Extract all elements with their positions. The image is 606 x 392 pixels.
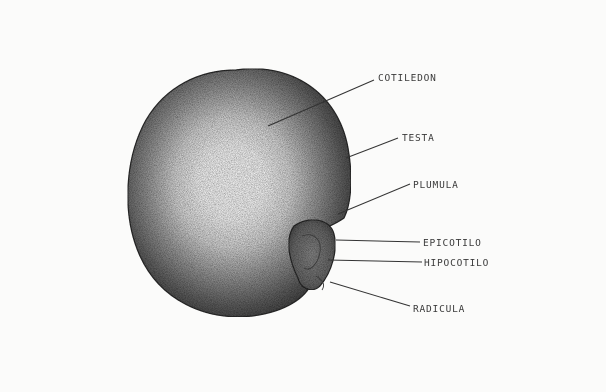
leader-line-hipocotilo xyxy=(328,260,422,262)
label-epicotilo: EPICOTILO xyxy=(423,238,482,249)
leader-line-radicula xyxy=(330,282,410,306)
label-hipocotilo: HIPOCOTILO xyxy=(424,258,489,269)
label-cotiledon: COTILEDON xyxy=(378,73,437,84)
leader-line-testa xyxy=(346,138,398,158)
label-plumula: PLUMULA xyxy=(413,180,459,191)
leader-line-epicotilo xyxy=(336,240,420,242)
label-testa: TESTA xyxy=(402,133,435,144)
label-radicula: RADICULA xyxy=(413,304,465,315)
